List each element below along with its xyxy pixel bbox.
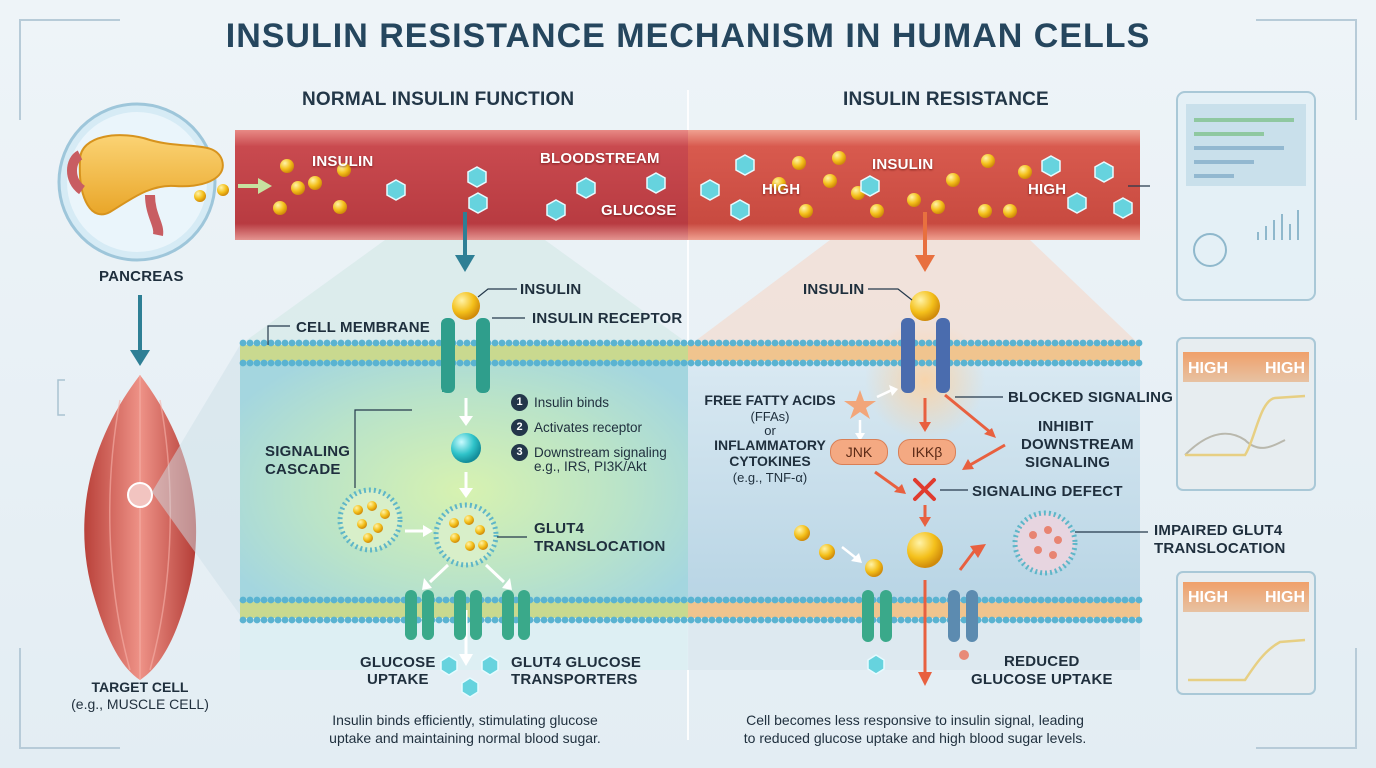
ffa-label-3: or	[764, 423, 776, 438]
glucose-molecules-left	[386, 166, 666, 221]
page-title: INSULIN RESISTANCE MECHANISM IN HUMAN CE…	[225, 17, 1151, 55]
decorative-frame	[19, 19, 1357, 749]
bloodstream-insulin-label: INSULIN	[312, 153, 374, 170]
glucose-uptake-molecules	[440, 655, 499, 698]
chart1-high-left: HIGH	[1188, 360, 1228, 377]
signaling-arrows-left	[459, 398, 473, 498]
insulin-blocked	[907, 532, 943, 568]
leader-lines	[267, 185, 1150, 538]
inhibit-label-2: DOWNSTREAM	[1021, 436, 1134, 453]
blocked-signaling-label: BLOCKED SIGNALING	[1008, 389, 1174, 406]
bloodstream-label: BLOODSTREAM	[540, 150, 660, 167]
chart-panel-1	[1176, 337, 1316, 491]
glut4-vesicles-left	[337, 487, 499, 568]
insulin-label-left: INSULIN	[520, 281, 582, 298]
high-label-left: HIGH	[762, 181, 801, 198]
insulin-receptor-label: INSULIN RECEPTOR	[532, 310, 683, 327]
glucose-uptake-label-1: GLUCOSE	[360, 654, 436, 671]
impaired-translocation-label-2: TRANSLOCATION	[1154, 540, 1286, 557]
muscle-cell-illustration	[84, 345, 240, 680]
ffa-block	[844, 385, 898, 441]
glucose-molecules-right	[700, 154, 1133, 221]
chart2-high-left: HIGH	[1188, 589, 1228, 606]
resistance-caption-2: to reduced glucose uptake and high blood…	[743, 730, 1087, 746]
signaling-cascade-label-2: CASCADE	[265, 461, 341, 478]
resistance-bloodstream-insulin-label: INSULIN	[872, 156, 934, 173]
signaling-molecule	[451, 433, 481, 463]
ffa-label-1: FREE FATTY ACIDS	[704, 392, 836, 408]
chart-panel-2	[1176, 571, 1316, 695]
ffa-label-5: CYTOKINES	[729, 453, 811, 469]
step-number: 3	[511, 444, 528, 461]
bloodstream-glucose-label: GLUCOSE	[601, 202, 677, 219]
reduced-uptake-label-2: GLUCOSE UPTAKE	[971, 671, 1113, 688]
section-heading-normal: NORMAL INSULIN FUNCTION	[302, 89, 575, 110]
inhibit-label-1: INHIBIT	[1038, 418, 1094, 435]
insulin-label-right: INSULIN	[803, 281, 865, 298]
left-cell-interior	[240, 345, 688, 610]
monitor-panel-1	[1176, 91, 1316, 301]
insulin-near-transporter	[794, 525, 883, 577]
blood-vessel-right	[688, 130, 1140, 240]
step-number: 2	[511, 419, 528, 436]
pancreas-label: PANCREAS	[99, 268, 184, 285]
signaling-defect-label: SIGNALING DEFECT	[972, 483, 1123, 500]
glut4-translocation-label-1: GLUT4	[534, 520, 585, 537]
step-2: 2 Activates receptor	[511, 419, 642, 436]
step-1: 1 Insulin binds	[511, 394, 609, 411]
ffa-label-6: (e.g., TNF-α)	[732, 470, 808, 485]
glut4-transporters-left	[405, 590, 530, 640]
insulin-molecules-left	[273, 159, 351, 215]
jnk-pill: JNK	[830, 439, 888, 465]
glut4-transporters-right	[862, 590, 978, 642]
insulin-receptor-left	[441, 292, 490, 393]
step-3-sub: e.g., IRS, PI3K/Akt	[534, 459, 647, 474]
section-heading-resistance: INSULIN RESISTANCE	[843, 89, 1049, 110]
resistance-caption-1: Cell becomes less responsive to insulin …	[746, 712, 1084, 728]
glut4-transporters-label-2: TRANSPORTERS	[511, 671, 638, 688]
step-text: Insulin binds	[534, 395, 610, 410]
inhibit-label-3: SIGNALING	[1025, 454, 1111, 471]
inhibition-arrows	[874, 393, 1006, 686]
normal-caption-2: uptake and maintaining normal blood suga…	[329, 730, 601, 746]
target-cell-label: TARGET CELL	[91, 679, 189, 695]
vessel-to-cell-arrows	[455, 212, 935, 272]
step-3: 3 Downstream signaling	[511, 444, 667, 461]
glucose-uptake-label-2: UPTAKE	[367, 671, 429, 688]
normal-caption-1: Insulin binds efficiently, stimulating g…	[332, 712, 598, 728]
chart1-high-right: HIGH	[1265, 360, 1305, 377]
step-text: Activates receptor	[534, 420, 643, 435]
glut4-translocation-label-2: TRANSLOCATION	[534, 538, 666, 555]
reduced-uptake-label-1: REDUCED	[1004, 653, 1080, 670]
step-number: 1	[511, 394, 528, 411]
impaired-translocation-label-1: IMPAIRED GLUT4	[1154, 522, 1283, 539]
chart2-high-right: HIGH	[1265, 589, 1305, 606]
pancreas-illustration	[57, 102, 272, 262]
signaling-defect-x	[913, 478, 936, 501]
ffa-label-2: (FFAs)	[750, 409, 790, 424]
target-cell-sublabel: (e.g., MUSCLE CELL)	[71, 696, 209, 712]
cell-membrane-label: CELL MEMBRANE	[296, 319, 430, 336]
right-funnel	[690, 240, 1140, 345]
glut4-transporters-label-1: GLUT4 GLUCOSE	[511, 654, 642, 671]
ikkb-pill: IKKβ	[898, 439, 956, 465]
insulin-receptor-right	[901, 291, 950, 393]
step-text: Downstream signaling	[534, 445, 667, 460]
impaired-vesicle	[1012, 510, 1078, 576]
signaling-cascade-label-1: SIGNALING	[265, 443, 351, 460]
ffa-label-4: INFLAMMATORY	[714, 437, 826, 453]
high-label-right: HIGH	[1028, 181, 1067, 198]
